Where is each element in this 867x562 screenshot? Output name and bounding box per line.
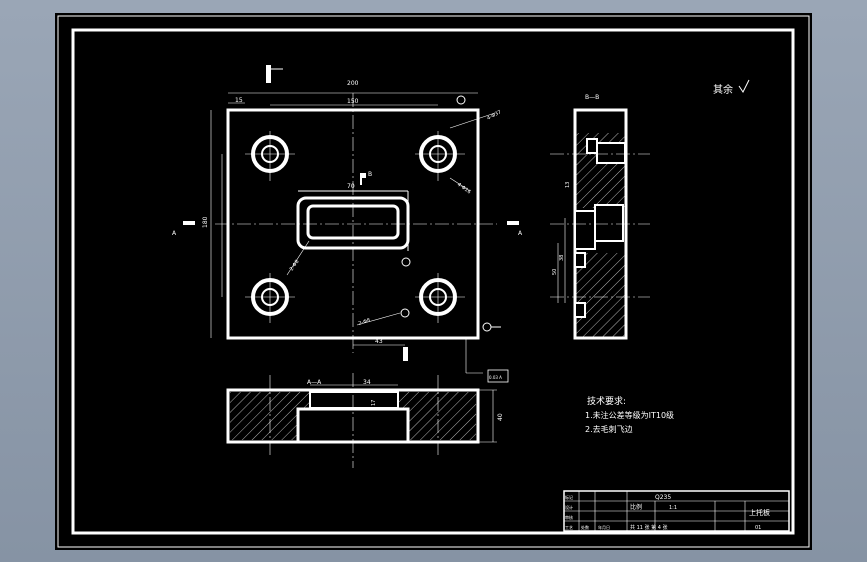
dim-hole-height: 180	[202, 216, 209, 228]
section-label-a-right: A	[518, 230, 523, 237]
outer-frame	[57, 15, 810, 548]
bolt-hole	[251, 135, 289, 173]
bolt-hole	[419, 278, 457, 316]
tb-row-design: 设计	[565, 504, 573, 510]
tb-row-mark: 标记	[565, 494, 573, 500]
scale-value-cell: 1:1	[669, 505, 677, 511]
section-bb-title: B—B	[585, 94, 599, 101]
dim-hole-spacing: 150	[347, 98, 359, 105]
dim-bore-small: 4-Φ16	[456, 182, 472, 196]
inner-frame	[71, 28, 795, 535]
dim-bore-large: 4-Φ37	[486, 109, 502, 121]
drawing-canvas: 其余	[57, 15, 810, 548]
dim-side-3: 13	[565, 182, 571, 188]
top-view	[183, 65, 519, 374]
sheet-info-cell: 共 11 张 第 4 张	[630, 524, 668, 531]
material-cell: Q235	[655, 494, 671, 501]
tech-req-1: 1.未注公差等级为IT10级	[585, 410, 674, 420]
dim-side-1: 38	[559, 255, 565, 261]
section-label-b: B	[368, 171, 372, 178]
dim-slot-width: 70	[347, 183, 355, 190]
dim-slot-note: 2-Φ8	[289, 259, 301, 272]
roughness-note: 其余	[713, 83, 733, 96]
tb-col-date: 年月日	[598, 524, 610, 530]
section-label-a-left: A	[172, 230, 177, 237]
tech-req-title: 技术要求:	[587, 395, 626, 407]
dim-overall-width: 200	[347, 80, 359, 87]
part-name-cell: 上托板	[749, 508, 770, 517]
bolt-hole	[419, 135, 457, 173]
dim-front-17: 17	[371, 400, 377, 406]
tb-row-review: 审核	[565, 514, 573, 520]
drawing-number-cell: 01	[755, 525, 761, 531]
tolerance-frame	[487, 369, 509, 383]
tech-req-2: 2.去毛刺飞边	[585, 424, 633, 434]
tb-row-process: 工艺	[565, 525, 573, 530]
dim-side-2: 50	[552, 269, 558, 275]
dim-bottom-offset: 43	[375, 338, 383, 345]
side-section-view	[550, 108, 650, 340]
cad-drawing-viewport[interactable]: 其余	[55, 13, 812, 550]
bolt-hole	[251, 278, 289, 316]
section-aa-title: A—A	[307, 379, 322, 386]
dim-front-34: 34	[363, 379, 371, 386]
dim-front-40: 40	[497, 413, 504, 421]
roughness-symbol	[738, 79, 750, 93]
scale-label-cell: 比例	[630, 503, 642, 511]
tb-col-count: 处数	[581, 524, 589, 530]
dim-edge-offset: 15	[235, 97, 243, 104]
dim-pin-hole: 2-Φ8	[358, 317, 371, 326]
tolerance-note: 0.03 A	[489, 375, 502, 380]
title-block	[563, 490, 790, 532]
front-section-view	[226, 373, 497, 468]
